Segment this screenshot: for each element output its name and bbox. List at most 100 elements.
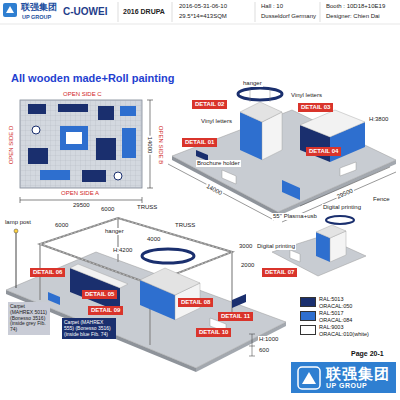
annotation-label: Vinyl letters <box>200 118 233 125</box>
legend-row: RAL:5013 ORACAL:050 <box>300 296 371 309</box>
floor-plan-part <box>58 104 88 112</box>
legend-text: RAL:5017 ORACAL:084 <box>319 310 371 323</box>
dimension-label: OPEN SIDE D <box>8 125 15 166</box>
carpet-spec-text: Carpet (MAHREX 555) (Bonesso 3516) (insi… <box>64 320 114 337</box>
bottom-left-perspective-part <box>40 218 232 284</box>
top-right-perspective-part <box>282 180 300 200</box>
header-rule-part <box>172 2 173 22</box>
detail-number: DETAIL 03 <box>301 104 330 111</box>
bottom-left-perspective-part <box>6 252 286 368</box>
top-right-perspective-part <box>250 89 251 102</box>
logo-subtitle: UP GROUP <box>326 382 390 390</box>
top-right-perspective <box>168 88 396 222</box>
sheet-title: All wooden made+Roll painting <box>10 72 175 85</box>
annotation-label: Hall : 10 <box>260 3 284 10</box>
detail-number: DETAIL 04 <box>309 148 338 155</box>
detail-number: DETAIL 08 <box>181 299 210 306</box>
detail-callout: DETAIL 07 <box>262 268 297 277</box>
annotation-label: C-UOWEI <box>62 6 108 18</box>
top-right-perspective-part <box>238 88 282 100</box>
floor-plan-part <box>96 138 116 160</box>
bottom-left-perspective-part <box>40 218 232 284</box>
annotation-label: H:4200 <box>112 247 133 254</box>
annotation-label: Digital printing <box>322 204 362 211</box>
bottom-left-perspective-part <box>249 356 255 357</box>
annotation-label: UP GROUP <box>21 14 52 20</box>
detail-callout: DETAIL 02 <box>192 100 227 109</box>
detail-callout: DETAIL 06 <box>30 268 65 277</box>
company-logo: 联强集团UP GROUP <box>291 362 396 393</box>
header-rule-part <box>3 3 17 17</box>
annotation-label: hanger <box>104 228 125 235</box>
detail-callout: DETAIL 08 <box>178 298 213 307</box>
bottom-left-perspective <box>6 218 286 372</box>
annotation-label: TRUSS <box>136 204 158 211</box>
color-swatch <box>300 297 316 307</box>
detail-number: DETAIL 01 <box>185 139 214 146</box>
annotation-label: 3000 <box>238 243 253 250</box>
annotation-label: 2016-05-31-06-10 <box>178 3 228 10</box>
floor-plan-part <box>40 170 70 180</box>
logo-icon-frame <box>298 367 320 389</box>
color-swatch <box>300 325 316 335</box>
top-right-perspective-part <box>168 164 274 220</box>
annotation-label: 6000 <box>100 206 115 213</box>
floor-plan-part <box>142 197 143 203</box>
detail-callout: DETAIL 04 <box>306 147 341 156</box>
annotation-label: TRUSS <box>174 222 196 229</box>
top-right-perspective-part <box>300 167 390 206</box>
bottom-left-perspective-part <box>252 334 253 356</box>
logo-name: 联强集团 <box>326 365 390 382</box>
annotation-label: 2000 <box>240 262 255 269</box>
detail-number: DETAIL 10 <box>199 329 228 336</box>
top-right-perspective-part <box>270 89 271 102</box>
detail-number: DETAIL 06 <box>33 269 62 276</box>
bottom-left-perspective-part <box>142 249 194 263</box>
annotation-label: Digital printing <box>256 243 296 250</box>
floor-plan <box>20 100 153 203</box>
floor-plan-part <box>20 197 21 203</box>
detail-number: DETAIL 02 <box>195 101 224 108</box>
floor-plan-part <box>147 100 153 101</box>
bottom-left-perspective-part <box>14 229 18 233</box>
legend-row: RAL:9003 ORACAL:010(white) <box>300 324 371 337</box>
logo-icon <box>297 366 321 390</box>
legend-text: RAL:9003 ORACAL:010(white) <box>319 324 371 337</box>
annotation-label: 29.5*14=413SQM <box>178 13 228 20</box>
logo-icon-mark <box>302 372 316 384</box>
annotation-label: Dusseldorf Germany <box>260 13 317 20</box>
carpet-spec-box: Carpet (MAHREX 555) (Bonesso 3516) (insi… <box>62 318 116 339</box>
floor-plan-part <box>114 172 122 180</box>
detail-callout: DETAIL 11 <box>218 312 253 321</box>
floor-plan-part <box>147 188 153 189</box>
header-rule-part <box>255 2 256 22</box>
detail-number: DETAIL 09 <box>91 307 120 314</box>
annotation-label: 55'' Plasma+usb <box>272 213 318 220</box>
legend-row: RAL:5017 ORACAL:084 <box>300 310 371 323</box>
bottom-right-perspective-part <box>316 225 346 238</box>
header-rule-part <box>6 6 14 13</box>
annotation-label: Fence <box>372 196 391 203</box>
annotation-label: Booth : 10D18+10E19 <box>325 3 386 10</box>
bottom-left-perspective-part <box>140 268 200 295</box>
annotation-label: OPEN SIDE C <box>62 91 103 98</box>
top-right-perspective-part <box>172 110 396 212</box>
bottom-right-perspective-part <box>290 250 300 262</box>
header-rule-part <box>320 2 321 22</box>
detail-callout: DETAIL 05 <box>82 290 117 299</box>
annotation-label: 29500 <box>72 202 91 209</box>
top-right-perspective-part <box>300 110 365 137</box>
annotation-label: 联强集团 <box>20 2 58 12</box>
bottom-left-perspective-part <box>249 346 255 347</box>
floor-plan-part <box>120 106 136 116</box>
floor-plan-part <box>28 148 48 164</box>
annotation-label: Brochure holder <box>196 160 241 167</box>
bottom-left-perspective-part <box>70 264 128 288</box>
detail-number: DETAIL 11 <box>221 313 250 320</box>
annotation-label: OPEN SIDE A <box>60 190 100 197</box>
annotation-label: H:3800 <box>368 116 389 123</box>
annotation-label: lamp post <box>4 219 32 226</box>
